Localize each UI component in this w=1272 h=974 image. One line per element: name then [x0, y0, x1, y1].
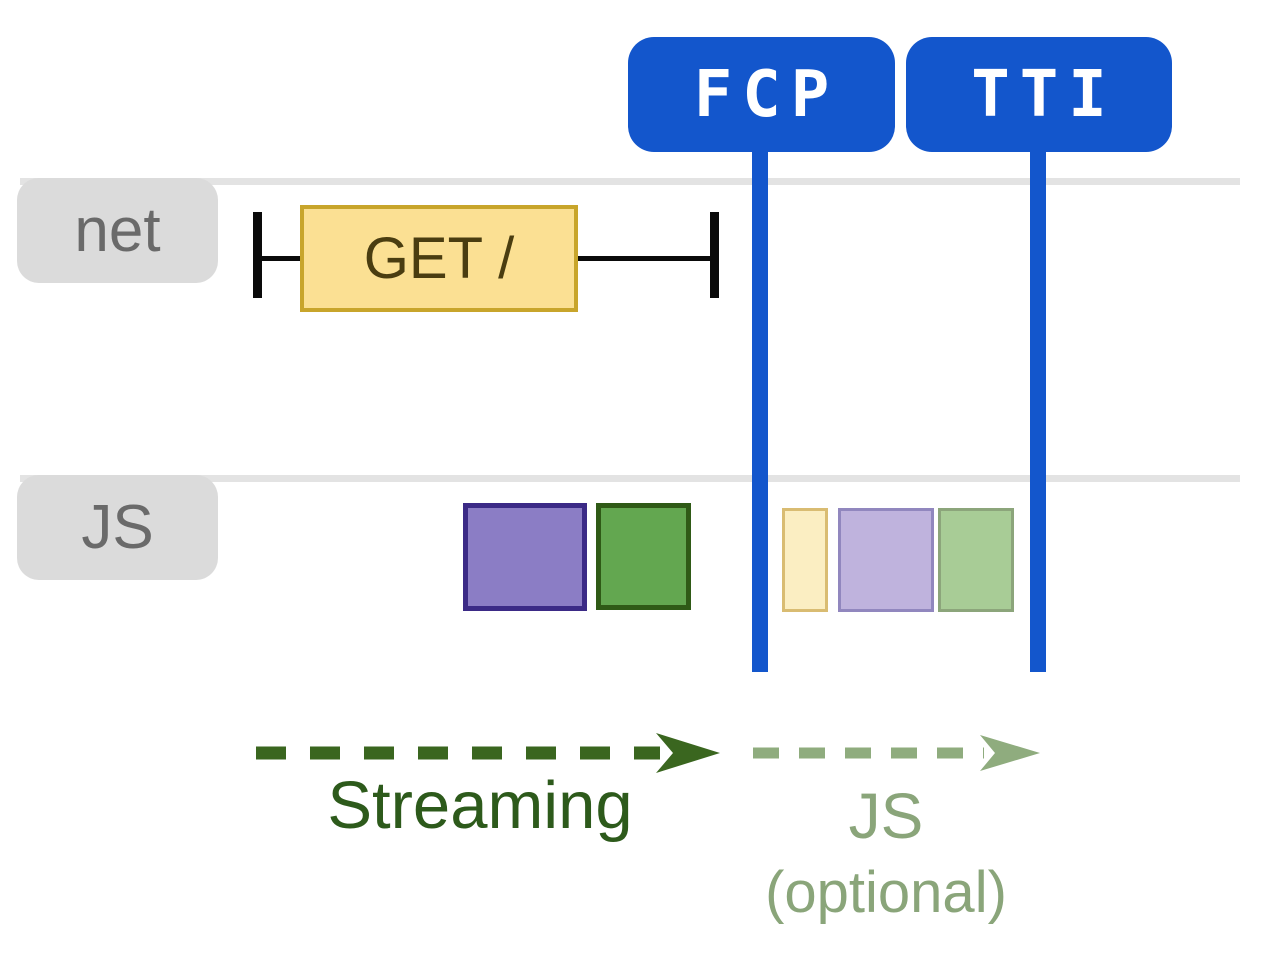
js-task-block-faded-purple [838, 508, 934, 612]
js-task-block-faded-yellow [782, 508, 828, 612]
js-lane-label: JS [81, 492, 154, 562]
request-span-end-tick [710, 212, 719, 298]
get-request-label: GET / [363, 226, 515, 291]
fcp-badge-label: FCP [693, 57, 840, 132]
js-phase-sublabel: (optional) [765, 860, 1007, 925]
js-lane-tab: JS [17, 475, 218, 580]
fcp-badge: FCP [628, 37, 895, 152]
tti-marker-line [1030, 148, 1046, 672]
tti-badge: TTI [906, 37, 1172, 152]
streaming-phase-label: Streaming [327, 768, 633, 843]
net-lane-line [20, 178, 1240, 185]
net-lane-label: net [74, 195, 161, 265]
js-task-block-faded-green [938, 508, 1014, 612]
js-task-block-green [596, 503, 691, 610]
js-optional-arrow-icon [753, 735, 1040, 771]
get-request-box: GET / [300, 205, 578, 312]
fcp-marker-line [752, 148, 768, 672]
js-task-block-purple [463, 503, 587, 611]
js-lane-line [20, 475, 1240, 482]
request-span-start-tick [253, 212, 262, 298]
net-lane-tab: net [17, 178, 218, 283]
streaming-arrow-icon [256, 733, 720, 773]
js-phase-label: JS [848, 780, 924, 852]
tti-badge-label: TTI [971, 57, 1117, 132]
